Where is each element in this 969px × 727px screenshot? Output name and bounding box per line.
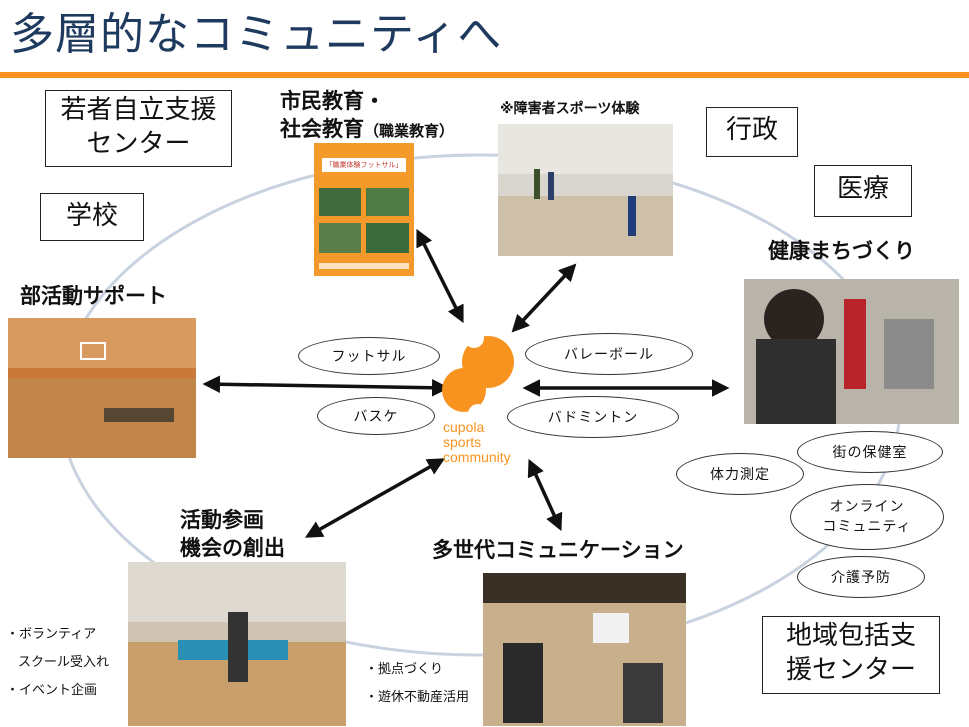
box-iryo: 医療: [814, 165, 912, 217]
arrow-shimin: [416, 228, 464, 324]
photo-kenko: [744, 279, 959, 424]
box-gyosei: 行政: [706, 107, 798, 157]
photo-tasedai: [483, 573, 686, 726]
flyer-image: 「職業体験フットサル」: [314, 143, 414, 276]
pill-online: オンライン コミュニティ: [790, 484, 944, 550]
label-shogai: ※障害者スポーツ体験: [500, 101, 640, 117]
label-kenko: 健康まちづくり: [768, 239, 915, 263]
pill-tairyoku: 体力測定: [676, 453, 804, 495]
pill-badminton: バドミントン: [507, 396, 679, 438]
pill-futsal: フットサル: [298, 337, 440, 375]
cupola-logo-text: cupola sports community: [443, 419, 511, 465]
arrow-shogai: [511, 263, 577, 333]
title-underline: [0, 72, 969, 78]
pill-basket: バスケ: [317, 397, 435, 435]
box-chiiki: 地域包括支援センター: [762, 616, 940, 694]
arrow-katsudo: [304, 458, 446, 538]
label-tasedai: 多世代コミュニケーション: [432, 538, 684, 562]
pill-machi: 街の保健室: [797, 431, 943, 473]
arrow-bukatsu: [202, 375, 450, 397]
label-shimin: 市民教育・ 社会教育（職業教育）: [280, 89, 455, 141]
note-left: ・ボランティア スクール受入れ ・イベント企画: [6, 627, 110, 698]
box-wakamono: 若者自立支援センター: [45, 90, 232, 167]
pill-kaigo: 介護予防: [797, 556, 925, 598]
photo-bukatsu: [8, 318, 196, 458]
photo-shogai: [498, 124, 673, 256]
arrow-tasedai: [527, 458, 563, 532]
pill-volley: バレーボール: [525, 333, 693, 375]
page-title: 多層的なコミュニティへ: [10, 9, 503, 60]
label-katsudo: 活動参画 機会の創出: [180, 508, 285, 560]
flyer-heading: 「職業体験フットサル」: [322, 158, 406, 172]
box-gakko: 学校: [40, 193, 144, 241]
note-mid: ・拠点づくり ・遊休不動産活用: [365, 662, 470, 705]
photo-katsudo: [128, 562, 346, 726]
label-bukatsu: 部活動サポート: [20, 284, 167, 308]
